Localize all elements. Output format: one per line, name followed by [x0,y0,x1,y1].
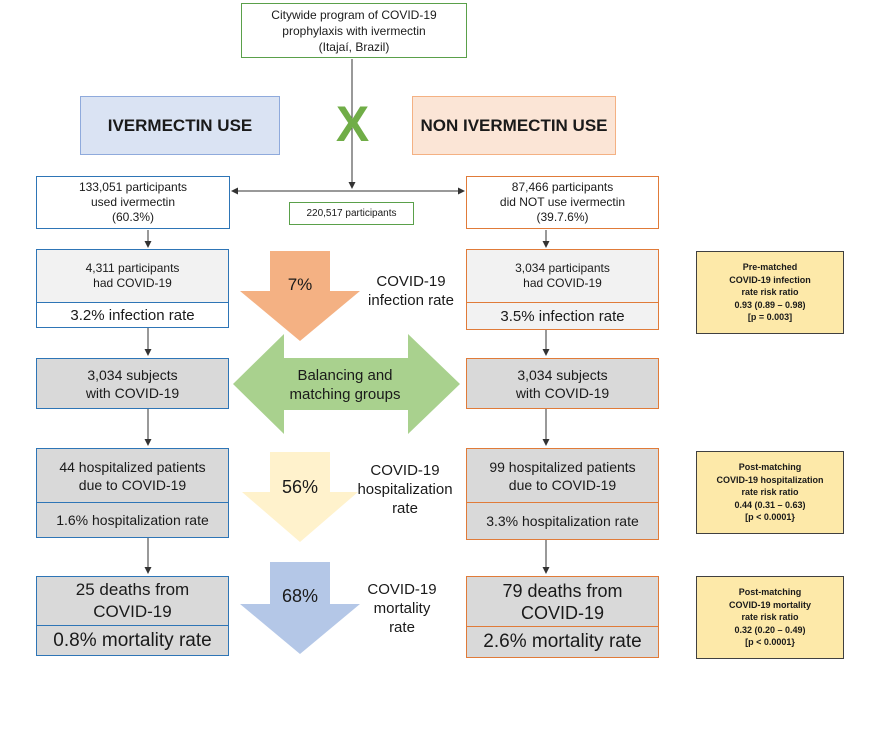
right-deaths: 79 deaths from COVID-19 [502,580,623,623]
mortality-risk-ratio-note: Post-matching COVID-19 mortality rate ri… [696,576,844,659]
non-ivermectin-use-header: NON IVERMECTIN USE [412,96,616,155]
total-participants-box: 220,517 participants [289,202,414,225]
left-had-covid: 4,311 participants had COVID-19 [85,261,180,290]
left-hospitalization-rate: 1.6% hospitalization rate [37,502,228,537]
left-hospitalized: 44 hospitalized patients due to COVID-19 [59,458,206,493]
program-box: Citywide program of COVID-19 prophylaxis… [241,3,467,58]
right-infection-rate: 3.5% infection rate [467,302,658,329]
right-mortality-rate: 2.6% mortality rate [467,626,658,657]
balancing-label: Balancing and matching groups [289,367,401,403]
x-mark-icon: X [335,95,370,152]
mortality-pct-label: 68% [281,586,319,606]
right-hospital-block: 99 hospitalized patients due to COVID-19… [466,448,659,540]
left-hospital-block: 44 hospitalized patients due to COVID-19… [36,448,229,538]
left-infection-block: 4,311 participants had COVID-19 3.2% inf… [36,249,229,328]
mortality-rate-label: COVID-19 mortality rate [367,581,437,636]
right-mortality-block: 79 deaths from COVID-19 2.6% mortality r… [466,576,659,658]
right-hospitalized: 99 hospitalized patients due to COVID-19 [489,458,636,493]
balancing-arrow [233,334,460,434]
hospitalization-rate-arrow [242,452,358,542]
left-mortality-rate: 0.8% mortality rate [37,625,228,655]
right-participants-box: 87,466 participants did NOT use ivermect… [466,176,659,229]
infection-risk-ratio-note: Pre-matched COVID-19 infection rate risk… [696,251,844,334]
hospitalization-pct-label: 56% [281,477,319,497]
right-subjects-box: 3,034 subjects with COVID-19 [466,358,659,409]
left-participants-box: 133,051 participants used ivermectin (60… [36,176,230,229]
mortality-rate-arrow [240,562,360,654]
left-infection-rate: 3.2% infection rate [37,302,228,327]
ivermectin-use-header: IVERMECTIN USE [80,96,280,155]
left-subjects-box: 3,034 subjects with COVID-19 [36,358,229,409]
hospitalization-risk-ratio-note: Post-matching COVID-19 hospitalization r… [696,451,844,534]
right-infection-block: 3,034 participants had COVID-19 3.5% inf… [466,249,659,330]
left-deaths: 25 deaths from COVID-19 [75,580,190,621]
right-hospitalization-rate: 3.3% hospitalization rate [467,502,658,539]
right-had-covid: 3,034 participants had COVID-19 [515,261,610,290]
left-mortality-block: 25 deaths from COVID-19 0.8% mortality r… [36,576,229,656]
infection-rate-label: COVID-19 infection rate [368,273,454,309]
infection-rate-arrow [240,251,360,341]
hospitalization-rate-label: COVID-19 hospitalization rate [357,462,453,517]
infection-pct-label: 7% [287,275,313,294]
